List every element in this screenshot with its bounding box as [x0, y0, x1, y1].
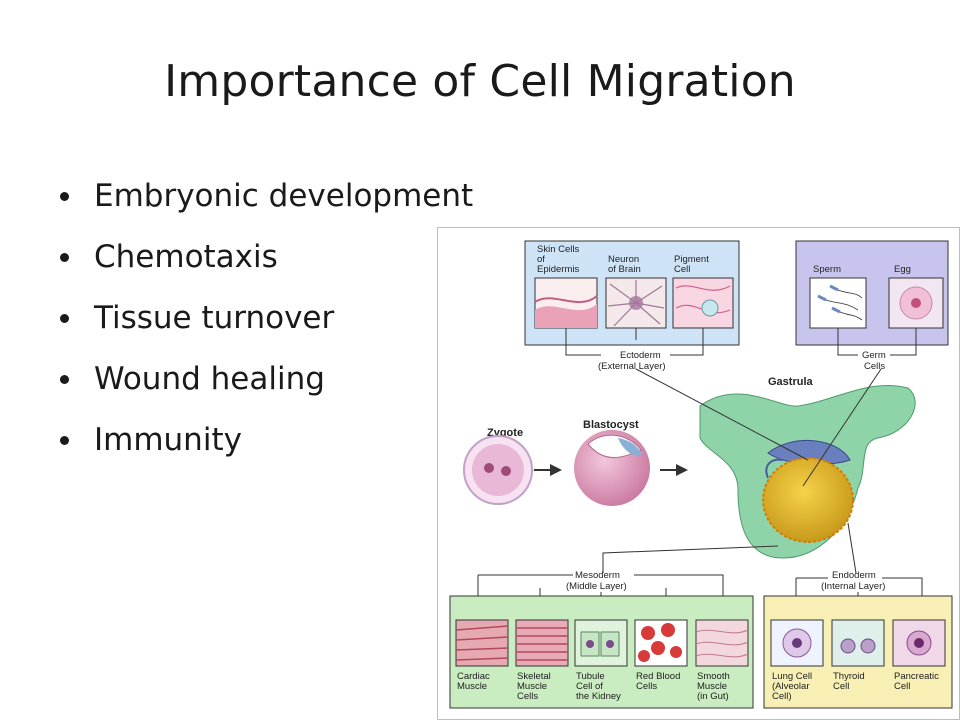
germ-sublabel: Cells	[864, 361, 885, 372]
bullet-text: Immunity	[94, 422, 242, 458]
ectoderm-label: Ectoderm	[620, 350, 661, 361]
germ-cells-panel: Sperm Egg Germ Cells	[795, 240, 949, 372]
ectoderm-cell-label: Skin Cells	[537, 244, 579, 255]
endoderm-cell-label: Cell)	[772, 691, 792, 702]
endoderm-cell-label: Lung Cell	[772, 671, 812, 682]
bullet-dot	[60, 375, 69, 384]
mesoderm-cell-label: (in Gut)	[697, 691, 729, 702]
germ-cell-label: Sperm	[813, 264, 841, 275]
neuron-image	[605, 277, 667, 329]
ectoderm-cell-label: of Brain	[608, 264, 641, 275]
cardiac-muscle-image	[455, 619, 509, 667]
blastocyst-image	[574, 430, 650, 506]
bullet-item: Immunity	[56, 422, 473, 483]
slide-title: Importance of Cell Migration	[164, 56, 796, 107]
mesoderm-cell-label: Cells	[636, 681, 657, 692]
bullet-dot	[60, 192, 69, 201]
bullet-text: Embryonic development	[94, 178, 474, 214]
mesoderm-cell-label: Tubule	[576, 671, 605, 682]
endoderm-cell-label: Cell	[833, 681, 849, 692]
pigment-cell-image	[672, 277, 734, 329]
mesoderm-cell-label: Cell of	[576, 681, 603, 692]
bullet-dot	[60, 253, 69, 262]
germ-cell-label: Egg	[894, 264, 911, 275]
mesoderm-sublabel: (Middle Layer)	[566, 581, 627, 592]
ectoderm-cell-label: Pigment	[674, 254, 709, 265]
mesoderm-cell-label: Skeletal	[517, 671, 551, 682]
bullet-text: Chemotaxis	[94, 239, 278, 275]
bullet-item: Tissue turnover	[56, 300, 473, 361]
kidney-tubule-cell-image	[574, 619, 628, 667]
gastrula-image	[699, 384, 916, 559]
bullet-item: Wound healing	[56, 361, 473, 422]
endoderm-cell-label: Cell	[894, 681, 910, 692]
endoderm-sublabel: (Internal Layer)	[821, 581, 885, 592]
mesoderm-cell-label: Muscle	[457, 681, 487, 692]
ectoderm-cell-label: Epidermis	[537, 264, 579, 275]
mesoderm-label: Mesoderm	[575, 570, 620, 581]
blastocyst-label: Blastocyst	[583, 419, 639, 431]
mesoderm-cell-label: Muscle	[517, 681, 547, 692]
mesoderm-cell-label: Muscle	[697, 681, 727, 692]
ectoderm-cell-label: of	[537, 254, 545, 265]
egg-image	[888, 277, 944, 329]
endoderm-label: Endoderm	[832, 570, 876, 581]
endoderm-cell-label: Pancreatic	[894, 671, 939, 682]
sperm-image	[809, 277, 867, 329]
endoderm-panel: Lung Cell (Alveolar Cell) Thyroid Cell P…	[763, 595, 953, 709]
bullet-text: Wound healing	[94, 361, 325, 397]
skeletal-muscle-image	[515, 619, 569, 667]
smooth-muscle-image	[695, 619, 749, 667]
ectoderm-sublabel: (External Layer)	[598, 361, 666, 372]
bullet-dot	[60, 314, 69, 323]
bullet-text: Tissue turnover	[94, 300, 335, 336]
pancreatic-cell-image	[892, 619, 946, 667]
mesoderm-cell-label: Cardiac	[457, 671, 490, 682]
mesoderm-cell-label: Red Blood	[636, 671, 680, 682]
zygote-image	[463, 435, 533, 505]
gastrula-label: Gastrula	[768, 376, 814, 388]
bullet-item: Embryonic development	[56, 178, 473, 239]
bullet-list: Embryonic development Chemotaxis Tissue …	[56, 178, 473, 483]
mesoderm-cell-label: the Kidney	[576, 691, 621, 702]
germ-label: Germ	[862, 350, 886, 361]
leader-lines	[602, 368, 882, 574]
skin-cell-image	[534, 277, 598, 329]
endoderm-cell-label: Thyroid	[833, 671, 865, 682]
ectoderm-panel: Skin Cells of Epidermis Neuron of Brain …	[524, 240, 740, 372]
mesoderm-panel: Cardiac Muscle Skeletal Muscle Cells Tub…	[449, 595, 754, 709]
red-blood-cells-image	[634, 619, 688, 667]
germ-layer-diagram: Skin Cells of Epidermis Neuron of Brain …	[437, 227, 960, 720]
bullet-item: Chemotaxis	[56, 239, 473, 300]
thyroid-cell-image	[831, 619, 885, 667]
bullet-dot	[60, 436, 69, 445]
mesoderm-cell-label: Smooth	[697, 671, 730, 682]
ectoderm-cell-label: Neuron	[608, 254, 639, 265]
ectoderm-cell-label: Cell	[674, 264, 690, 275]
mesoderm-cell-label: Cells	[517, 691, 538, 702]
diagram-canvas: Skin Cells of Epidermis Neuron of Brain …	[449, 240, 953, 709]
endoderm-cell-label: (Alveolar	[772, 681, 810, 692]
lung-cell-image	[770, 619, 824, 667]
